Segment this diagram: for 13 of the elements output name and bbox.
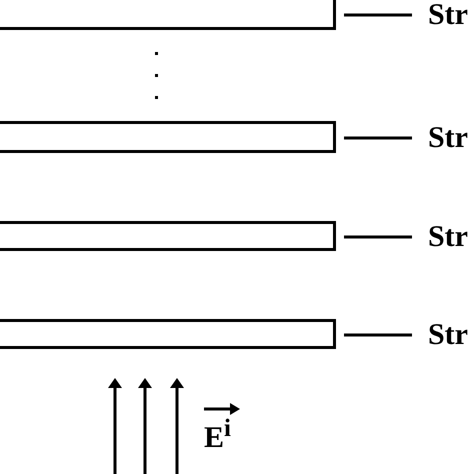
- strip-bar: [0, 121, 336, 153]
- strip-bar: [0, 319, 336, 349]
- leader-line: [344, 14, 412, 16]
- strip-label: Str: [428, 0, 468, 30]
- leader-line: [344, 236, 412, 238]
- strip-label: Str: [428, 320, 468, 350]
- leader-line: [344, 136, 412, 140]
- strip-bar: [0, 221, 336, 251]
- field-label: E$^{i}$: [204, 414, 231, 455]
- strip-label: Str: [428, 123, 468, 153]
- strip-bar: [0, 0, 336, 30]
- strip-label: Str: [428, 222, 468, 252]
- leader-line: [344, 334, 412, 336]
